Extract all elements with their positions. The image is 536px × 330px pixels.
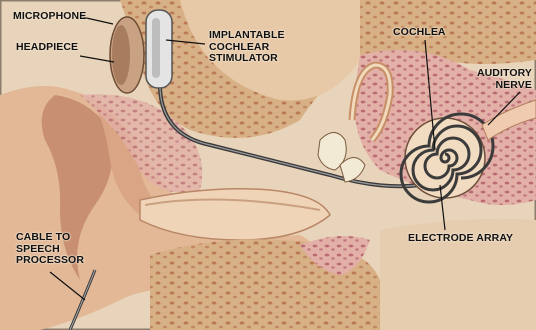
- label-auditory-line-2: NERVE: [477, 80, 532, 92]
- label-microphone: MICROPHONE: [13, 11, 86, 23]
- label-headpiece: HEADPIECE: [16, 42, 78, 54]
- label-implantable-cochlear-stimulator: IMPLANTABLE COCHLEAR STIMULATOR: [209, 30, 285, 65]
- label-cochlea-text: COCHLEA: [393, 27, 446, 39]
- label-microphone-text: MICROPHONE: [13, 11, 86, 23]
- label-cable-to-speech-processor: CABLE TO SPEECH PROCESSOR: [16, 232, 84, 267]
- label-electrode-array-text: ELECTRODE ARRAY: [408, 233, 513, 245]
- headpiece-rim: [112, 25, 130, 85]
- label-headpiece-text: HEADPIECE: [16, 42, 78, 54]
- label-electrode-array: ELECTRODE ARRAY: [408, 233, 513, 245]
- label-cable-line-3: PROCESSOR: [16, 255, 84, 267]
- stimulator-highlight: [152, 18, 160, 78]
- label-cochlea: COCHLEA: [393, 27, 446, 39]
- label-auditory-line-1: AUDITORY: [477, 68, 532, 80]
- label-stimulator-line-1: IMPLANTABLE: [209, 30, 285, 42]
- label-auditory-nerve: AUDITORY NERVE: [477, 68, 532, 91]
- label-stimulator-line-3: STIMULATOR: [209, 53, 285, 65]
- label-cable-line-1: CABLE TO: [16, 232, 84, 244]
